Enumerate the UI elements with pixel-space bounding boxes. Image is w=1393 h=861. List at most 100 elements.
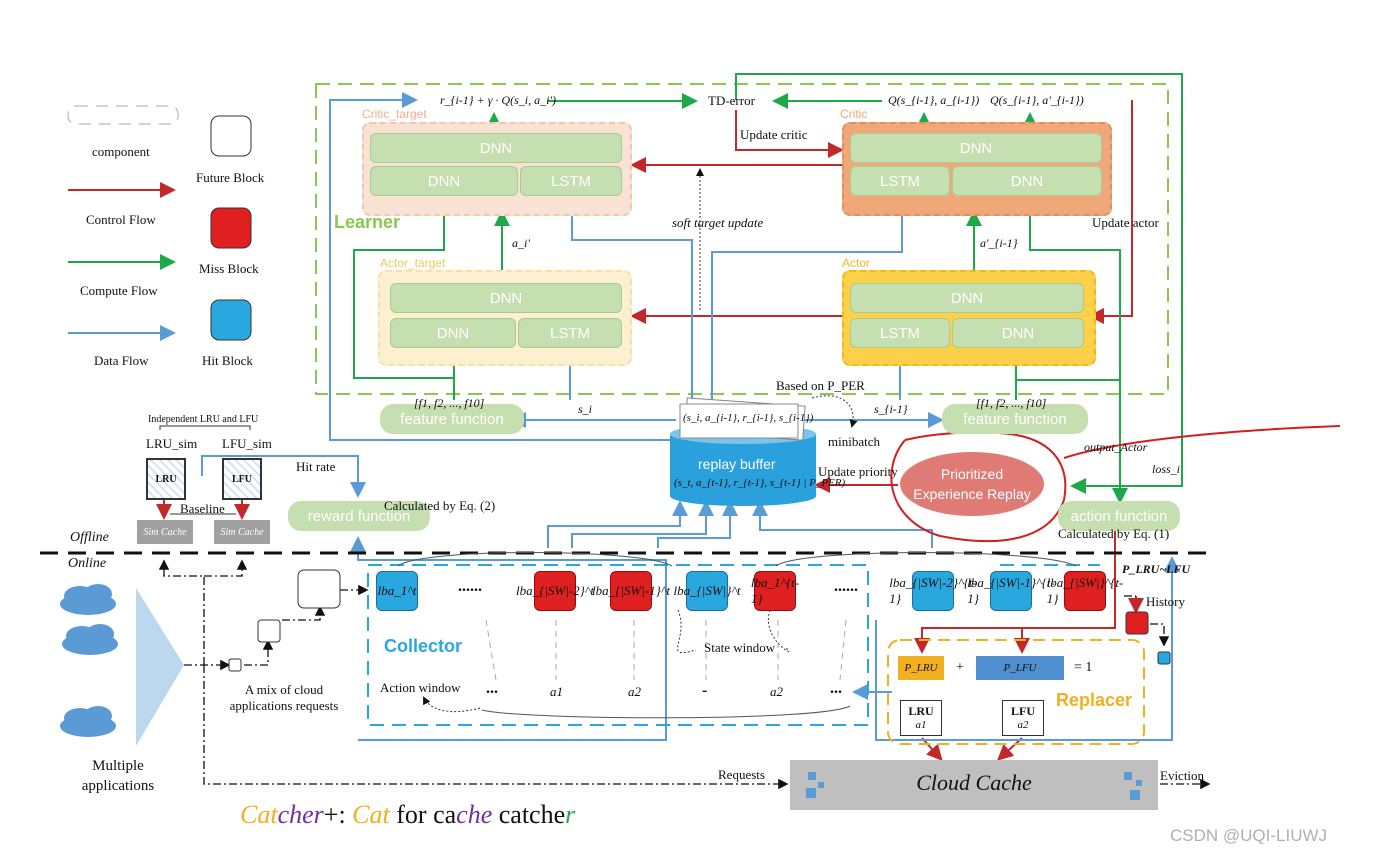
loss-label: loss_i [1152,462,1181,476]
independent-label: Independent LRU and LFU [148,414,259,425]
minibatch-label: minibatch [828,434,880,449]
output-actor-label: output_Actor [1084,440,1148,454]
equals-label: = 1 [1074,660,1093,675]
legend-future-block-label: Future Block [196,170,265,185]
critic-label: Critic [840,107,868,121]
cloud-cache-label: Cloud Cache [916,770,1032,795]
caption-part-8: r [565,800,576,829]
collector-dots-left: ...... [458,578,482,595]
feature-function-right: feature function [942,404,1088,434]
action-4: a2 [770,684,783,699]
critic-dnn: DNN [952,166,1102,196]
replay-tuple-bottom: (s_t, a_{t-1}, r_{t-1}, s_{t-1} | P_PER) [674,477,846,489]
action-5: ... [830,680,842,697]
reward-function: reward function [288,501,430,531]
legend-control-flow-label: Control Flow [86,212,156,227]
q-current-formula: Q(s_{i-1}, a_{i-1}) [888,93,980,107]
feature-vector-left: [f1, f2, ..., f10] [414,396,485,410]
state-window-label: State window [704,640,776,655]
replacer-lfu-label: LFU [1011,704,1035,718]
critic-dnn-top: DNN [850,133,1102,163]
lfu-sim-label: LFU_sim [222,436,272,451]
reward-calc-label: Calculated by Eq. (2) [384,498,496,513]
update-actor-label: Update actor [1092,215,1159,230]
replay-buffer-label: replay buffer [698,456,776,472]
feature-vector-right: [f1, f2, ..., f10] [976,396,1047,410]
plus-sign: + [956,660,964,675]
caption: Catcher+: Cat for cache catcher [240,800,575,830]
offline-label: Offline [70,530,109,545]
legend-hit-block-label: Hit Block [202,353,253,368]
legend-compute-flow-label: Compute Flow [80,283,158,298]
actor-dnn: DNN [952,318,1084,348]
action-function: action function [1058,501,1180,531]
mix-requests-label: A mix of cloud applications requests [229,682,339,713]
cloud-icons [60,584,118,737]
action-calc-label: Calculated by Eq. (1) [1058,526,1170,541]
collector-title: Collector [384,636,463,656]
p-lru-box: P_LRU [898,656,944,680]
caption-part-3: +: [323,800,353,829]
s-i-label: s_i [578,402,593,416]
actor-lstm: LSTM [850,318,950,348]
action-0: ... [486,680,498,697]
legend-data-flow-label: Data Flow [94,353,149,368]
online-label: Online [68,556,107,571]
action-window-label: Action window [380,680,461,695]
action-2: a2 [628,684,641,699]
caption-part-4: Cat [352,800,390,829]
collector-dots-right: ...... [834,578,858,595]
collector-cell-5: lba_{|SW|-2}^{t-1} [889,571,977,611]
actor-target-lstm: LSTM [518,318,622,348]
a-i-prime-label: a_i' [512,236,530,250]
caption-part-7: catche [492,800,566,829]
critic-lstm: LSTM [850,166,950,196]
actor-target-label: Actor_target [380,256,446,270]
requests-label: Requests [718,767,765,782]
collector-cell-7: lba_{|SW|}^{t-1} [1047,571,1123,611]
actor-target-dnn-top: DNN [390,283,622,313]
replacer-lfu-block: LFU a2 [1002,700,1044,736]
td-error-label: TD-error [708,93,755,108]
eviction-label: Eviction [1160,768,1205,783]
critic-target-dnn: DNN [370,166,518,196]
collector-box [367,564,869,726]
baseline-label: Baseline [180,501,225,516]
caption-part-2: cher [277,800,324,829]
funnel-triangle [136,588,184,746]
legend-miss-block-label: Miss Block [199,261,259,276]
target-q-formula: r_{i-1} + γ · Q(s_i, a_i') [440,93,556,107]
action-1: a1 [550,684,563,699]
watermark: CSDN @UQI-LIUWJ [1170,826,1328,845]
p-lfu-box: P_LFU [976,656,1064,680]
lfu-sim-block: LFU [222,458,262,500]
update-priority-label: Update priority [818,464,898,479]
collector-cell-6: lba_{|SW|-1}^{t-1} [967,571,1055,611]
critic-target-label: Critic_target [362,107,427,121]
replacer-lru-block: LRU a1 [900,700,942,736]
legend-miss-block [210,207,252,249]
p-header-label: P_LRU~LFU [1122,562,1191,576]
actor-label: Actor [842,256,871,270]
caption-part-6: che [456,800,493,829]
collector-cell-3: lba_{|SW|}^t [673,571,741,611]
lru-sim-block: LRU [146,458,186,500]
feature-function-left: feature function [380,404,524,434]
based-on-label: Based on P_PER [776,378,865,393]
cloud-cache-shape [790,760,1158,810]
history-label: History [1146,594,1185,609]
collector-cell-4: lba_1^{t-1} [751,571,799,611]
replacer-lfu-action: a2 [1017,719,1029,731]
sim-cache-2: Sim Cache [214,520,270,544]
critic-target-lstm: LSTM [520,166,622,196]
caption-part-5: for ca [389,800,457,829]
q-prime-formula: Q(s_{i-1}, a'_{i-1}) [990,93,1084,107]
s-i1-label: s_{i-1} [874,402,908,416]
critic-target-dnn-top: DNN [370,133,622,163]
replay-tuple-top: (s_i, a_{i-1}, r_{i-1}, s_{i-1}) [683,412,814,424]
legend-component-label: component [92,144,150,159]
caption-part-1: Cat [240,800,278,829]
actor-dnn-top: DNN [850,283,1084,313]
collector-cell-2: lba_{|SW|-1}^t [592,571,670,611]
